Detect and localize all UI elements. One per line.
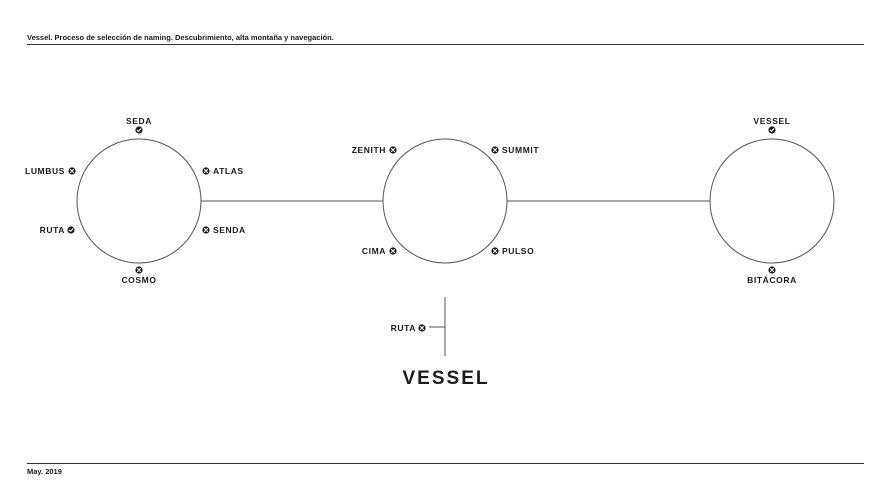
- circle-navigation: [709, 138, 835, 264]
- label-vessel: VESSEL: [753, 116, 790, 126]
- label-ruta: RUTA: [40, 225, 65, 235]
- cross-icon: [490, 246, 500, 256]
- footer-divider: [27, 463, 864, 464]
- cross-icon: [201, 225, 211, 235]
- label-bitacora: BITÁCORA: [747, 275, 797, 285]
- footer-date: May. 2019: [27, 467, 62, 476]
- cross-icon: [767, 265, 777, 275]
- cross-icon: [388, 246, 398, 256]
- label-atlas: ATLAS: [213, 166, 244, 176]
- label-lumbus: LUMBUS: [25, 166, 65, 176]
- final-name: VESSEL: [403, 368, 490, 389]
- check-icon: [767, 125, 777, 135]
- cross-icon: [67, 166, 77, 176]
- cross-icon: [417, 323, 427, 333]
- label-result-ruta: RUTA: [391, 323, 416, 333]
- cross-icon: [201, 166, 211, 176]
- label-cima: CIMA: [362, 246, 386, 256]
- label-seda: SEDA: [126, 116, 152, 126]
- header-divider: [27, 44, 864, 45]
- circle-discovery: [76, 138, 202, 264]
- header-title: Vessel. Proceso de selección de naming. …: [27, 33, 334, 42]
- check-icon: [66, 225, 76, 235]
- cross-icon: [388, 145, 398, 155]
- cross-icon: [490, 145, 500, 155]
- label-summit: SUMMIT: [502, 145, 539, 155]
- label-senda: SENDA: [213, 225, 246, 235]
- check-icon: [134, 125, 144, 135]
- circle-mountain: [382, 138, 508, 264]
- label-zenith: ZENITH: [352, 145, 386, 155]
- label-cosmo: COSMO: [121, 275, 156, 285]
- label-pulso: PULSO: [502, 246, 534, 256]
- cross-icon: [134, 265, 144, 275]
